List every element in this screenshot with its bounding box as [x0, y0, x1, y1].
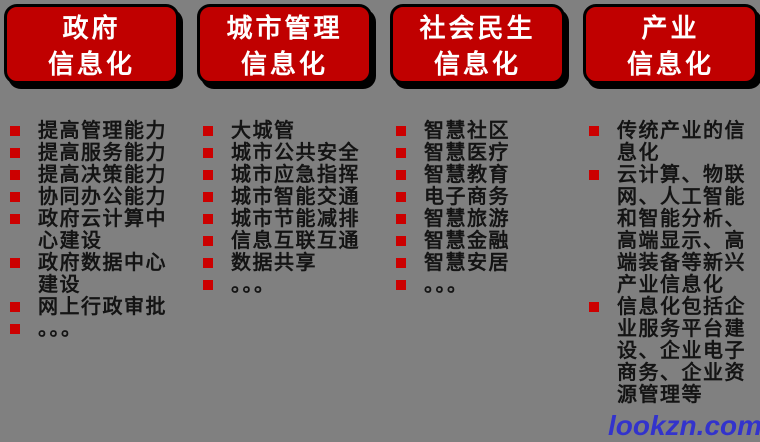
info-column-government: 政府 信息化 提高管理能力 提高服务能力 提高决策能力 协同办公能力 政府云计算…: [4, 4, 179, 406]
list-item: 。。。: [197, 274, 372, 296]
square-bullet-icon: [396, 280, 406, 290]
list-item-text: 传统产业的信 息化: [617, 120, 746, 164]
square-bullet-icon: [396, 170, 406, 180]
list-item-text: 智慧金融: [424, 230, 510, 252]
list-item: 。。。: [4, 318, 179, 340]
list-item-text: 。。。: [424, 274, 469, 296]
list-item: 电子商务: [390, 186, 565, 208]
square-bullet-icon: [10, 214, 20, 224]
list-item-text: 智慧教育: [424, 164, 510, 186]
list-item: 传统产业的信 息化: [583, 120, 758, 164]
square-bullet-icon: [203, 258, 213, 268]
list-item: 智慧教育: [390, 164, 565, 186]
list-item: 城市应急指挥: [197, 164, 372, 186]
list-item: 云计算、物联 网、人工智能 和智能分析、 高端显示、高 端装备等新兴 产业信息化: [583, 164, 758, 296]
list-item: 。。。: [390, 274, 565, 296]
square-bullet-icon: [203, 214, 213, 224]
square-bullet-icon: [10, 302, 20, 312]
list-item-text: 政府数据中心 建设: [38, 252, 167, 296]
list-item-text: 智慧社区: [424, 120, 510, 142]
bullet-list: 智慧社区 智慧医疗 智慧教育 电子商务 智慧旅游 智慧金融 智慧安居: [390, 120, 565, 296]
square-bullet-icon: [396, 236, 406, 246]
square-bullet-icon: [203, 148, 213, 158]
square-bullet-icon: [589, 126, 599, 136]
info-column-city-management: 城市管理 信息化 大城管 城市公共安全 城市应急指挥 城市智能交通 城市节能减排…: [197, 4, 372, 406]
square-bullet-icon: [10, 324, 20, 334]
column-header: 社会民生 信息化: [390, 4, 565, 84]
list-item-text: 网上行政审批: [38, 296, 167, 318]
list-item-text: 云计算、物联 网、人工智能 和智能分析、 高端显示、高 端装备等新兴 产业信息化: [617, 164, 746, 296]
list-item-text: 城市应急指挥: [231, 164, 360, 186]
list-item: 大城管: [197, 120, 372, 142]
list-item-text: 大城管: [231, 120, 296, 142]
square-bullet-icon: [396, 192, 406, 202]
list-item-text: 城市公共安全: [231, 142, 360, 164]
square-bullet-icon: [203, 192, 213, 202]
list-item-text: 智慧安居: [424, 252, 510, 274]
bullet-list: 大城管 城市公共安全 城市应急指挥 城市智能交通 城市节能减排 信息互联互通 数…: [197, 120, 372, 296]
list-item: 协同办公能力: [4, 186, 179, 208]
square-bullet-icon: [10, 192, 20, 202]
square-bullet-icon: [10, 170, 20, 180]
list-item: 信息化包括企 业服务平台建 设、企业电子 商务、企业资 源管理等: [583, 296, 758, 406]
list-item: 城市智能交通: [197, 186, 372, 208]
bullet-list: 提高管理能力 提高服务能力 提高决策能力 协同办公能力 政府云计算中 心建设 政…: [4, 120, 179, 340]
square-bullet-icon: [589, 170, 599, 180]
list-item: 数据共享: [197, 252, 372, 274]
list-item: 智慧安居: [390, 252, 565, 274]
list-item: 政府云计算中 心建设: [4, 208, 179, 252]
list-item-text: 信息化包括企 业服务平台建 设、企业电子 商务、企业资 源管理等: [617, 296, 746, 406]
list-item-text: 智慧旅游: [424, 208, 510, 230]
square-bullet-icon: [10, 148, 20, 158]
bullet-list: 传统产业的信 息化 云计算、物联 网、人工智能 和智能分析、 高端显示、高 端装…: [583, 120, 758, 406]
list-item: 城市节能减排: [197, 208, 372, 230]
column-header: 政府 信息化: [4, 4, 179, 84]
list-item: 政府数据中心 建设: [4, 252, 179, 296]
list-item-text: 信息互联互通: [231, 230, 360, 252]
square-bullet-icon: [203, 126, 213, 136]
list-item: 智慧金融: [390, 230, 565, 252]
square-bullet-icon: [203, 236, 213, 246]
list-item-text: 。。。: [231, 274, 276, 296]
list-item: 提高管理能力: [4, 120, 179, 142]
list-item: 城市公共安全: [197, 142, 372, 164]
square-bullet-icon: [203, 280, 213, 290]
square-bullet-icon: [396, 258, 406, 268]
list-item-text: 提高服务能力: [38, 142, 167, 164]
watermark: lookzn.com: [608, 410, 760, 441]
list-item-text: 协同办公能力: [38, 186, 167, 208]
list-item: 智慧社区: [390, 120, 565, 142]
list-item-text: 智慧医疗: [424, 142, 510, 164]
list-item-text: 提高决策能力: [38, 164, 167, 186]
list-item-text: 城市智能交通: [231, 186, 360, 208]
list-item-text: 政府云计算中 心建设: [38, 208, 167, 252]
square-bullet-icon: [589, 302, 599, 312]
square-bullet-icon: [203, 170, 213, 180]
list-item: 智慧旅游: [390, 208, 565, 230]
square-bullet-icon: [10, 126, 20, 136]
info-column-industry: 产业 信息化 传统产业的信 息化 云计算、物联 网、人工智能 和智能分析、 高端…: [583, 4, 758, 406]
list-item: 提高决策能力: [4, 164, 179, 186]
square-bullet-icon: [396, 148, 406, 158]
list-item: 信息互联互通: [197, 230, 372, 252]
square-bullet-icon: [10, 258, 20, 268]
info-column-social-livelihood: 社会民生 信息化 智慧社区 智慧医疗 智慧教育 电子商务 智慧旅游 智慧金融: [390, 4, 565, 406]
list-item: 提高服务能力: [4, 142, 179, 164]
list-item-text: 电子商务: [424, 186, 510, 208]
list-item-text: 。。。: [38, 318, 83, 340]
list-item-text: 数据共享: [231, 252, 317, 274]
list-item: 网上行政审批: [4, 296, 179, 318]
column-header: 产业 信息化: [583, 4, 758, 84]
column-header: 城市管理 信息化: [197, 4, 372, 84]
list-item-text: 城市节能减排: [231, 208, 360, 230]
square-bullet-icon: [396, 214, 406, 224]
list-item: 智慧医疗: [390, 142, 565, 164]
square-bullet-icon: [396, 126, 406, 136]
columns: 政府 信息化 提高管理能力 提高服务能力 提高决策能力 协同办公能力 政府云计算…: [4, 4, 758, 406]
list-item-text: 提高管理能力: [38, 120, 167, 142]
